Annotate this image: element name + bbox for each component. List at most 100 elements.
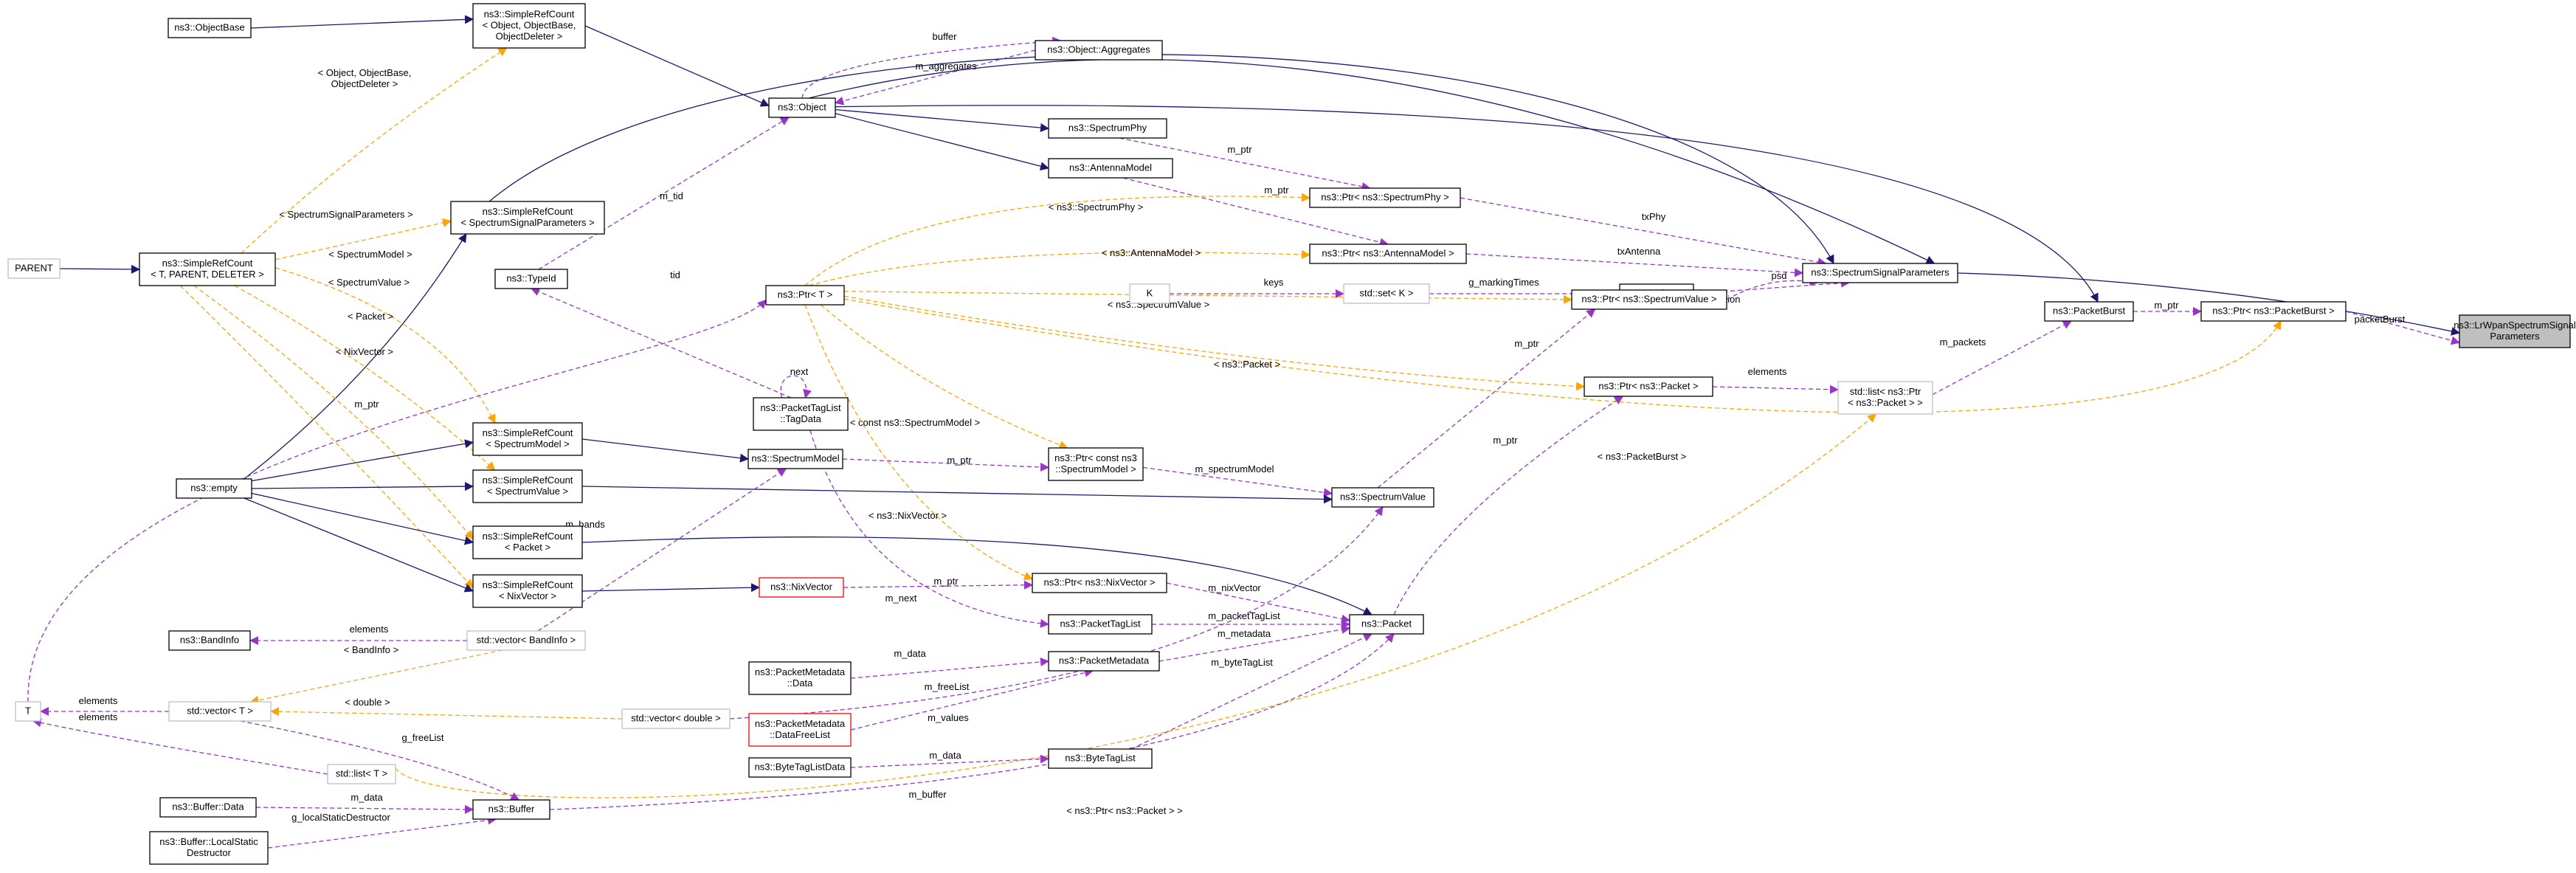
class-node-srcSSP[interactable]: ns3::SimpleRefCount< SpectrumSignalParam… [450,201,605,235]
class-node-pb[interactable]: ns3::PacketBurst [2044,301,2134,322]
edge-label-line: txAntenna [1617,246,1661,257]
class-node-empty[interactable]: ns3::empty [176,478,252,499]
class-node-box [747,449,843,469]
class-node-ptl[interactable]: ns3::PacketTagList [1048,614,1153,635]
edge-usage-ptlTag-to-typeId [531,287,792,398]
class-node-label: ns3::Ptr< ns3::Packet > [1598,381,1698,392]
edge-template-srcT-to-srcNV [179,285,474,589]
class-node-label: ns3::SimpleRefCount< SpectrumValue > [483,475,573,497]
class-node-ssp[interactable]: ns3::SpectrumSignalParameters [1802,263,1958,283]
class-node-box [1331,487,1434,508]
class-node-pm[interactable]: ns3::PacketMetadata [1048,651,1160,672]
class-node-label-line: ns3::SimpleRefCount [162,258,253,269]
class-node-vecD[interactable]: std::vector< double > [621,708,731,729]
class-node-nv[interactable]: ns3::NixVector [759,577,844,598]
class-node-agg[interactable]: ns3::Object::Aggregates [1035,40,1163,61]
edge-label-line: < Object, ObjectBase, [318,67,412,78]
class-node-pmDFL[interactable]: ns3::PacketMetadata::DataFreeList [748,713,852,747]
class-node-box [472,3,586,49]
class-node-srcT[interactable]: ns3::SimpleRefCount< T, PARENT, DELETER … [139,252,276,286]
class-node-ptlTag[interactable]: ns3::PacketTagList::TagData [753,397,849,431]
class-node-ptrT[interactable]: ns3::Ptr< T > [765,285,845,306]
class-node-buf[interactable]: ns3::Buffer [472,799,550,820]
class-node-label-line: ns3::NixVector [770,582,832,593]
edge-label-ptrT-to-ptrAM: < ns3::AntennaModel > [1102,247,1201,258]
class-node-ptrAM[interactable]: ns3::Ptr< ns3::AntennaModel > [1309,244,1467,264]
edge-label-line: < const ns3::SpectrumModel > [850,417,980,428]
class-node-label: ns3::ObjectBase [174,22,244,33]
class-node-sphy[interactable]: ns3::SpectrumPhy [1048,118,1167,139]
class-node-pmData[interactable]: ns3::PacketMetadata::Data [748,661,852,695]
class-node-K[interactable]: K [1129,283,1170,304]
edge-label-K-to-setK: keys [1264,277,1284,288]
edge-label-line: m_spectrumModel [1195,463,1274,475]
edge-label-line: m_ptr [947,455,972,466]
edge-label-ptrT-to-ptrPkt: < ns3::Packet > [1214,359,1280,370]
class-node-sm[interactable]: ns3::SpectrumModel [747,449,843,469]
class-node-box [1048,118,1167,139]
class-node-ptrNV[interactable]: ns3::Ptr< ns3::NixVector > [1032,573,1167,593]
edge-label-sv-to-ptrSV: m_ptr [1514,338,1539,349]
class-node-label-line: < SpectrumSignalParameters > [460,217,594,228]
class-node-pkt[interactable]: ns3::Packet [1349,614,1424,635]
edge-label-pb-to-ptrPB: m_ptr [2154,300,2179,311]
class-node-btld[interactable]: ns3::ByteTagListData [748,757,852,778]
edge-inheritance-obj-to-am [835,113,1049,171]
class-node-listPtr[interactable]: std::list< ns3::Ptr< ns3::Packet > > [1837,381,1933,415]
edge-label-line: < Packet > [348,311,393,322]
class-node-label: ns3::SpectrumSignalParameters [1811,267,1950,278]
class-node-srcSV[interactable]: ns3::SimpleRefCount< SpectrumValue > [472,469,583,503]
class-node-am[interactable]: ns3::AntennaModel [1048,158,1173,179]
class-node-ptrCSM[interactable]: ns3::Ptr< const ns3::SpectrumModel > [1048,447,1144,481]
edge-label-line: < ns3::PacketBurst > [1598,451,1687,462]
class-node-label-line: PARENT [15,263,53,274]
class-node-srcPkt[interactable]: ns3::SimpleRefCount< Packet > [472,525,583,559]
class-node-setK[interactable]: std::set< K > [1343,283,1430,304]
class-node-label-line: ns3::PacketTagList [760,402,841,413]
class-node-label-line: ns3::empty [190,483,238,494]
edge-inheritance-empty-to-srcPkt [251,492,474,545]
class-node-srcNV[interactable]: ns3::SimpleRefCount< NixVector > [472,574,583,608]
edge-label-line: < SpectrumModel > [328,249,412,260]
class-node-typeId[interactable]: ns3::TypeId [494,269,568,289]
class-node-bandInfo[interactable]: ns3::BandInfo [168,630,251,651]
class-node-bufData[interactable]: ns3::Buffer::Data [159,797,257,818]
class-node-srcObj[interactable]: ns3::SimpleRefCount< Object, ObjectBase,… [472,3,586,49]
edge-label-line: g_markingTimes [1468,277,1539,288]
edge-label-srcT-to-srcObj: < Object, ObjectBase,ObjectDeleter > [318,67,412,89]
class-node-vecT[interactable]: std::vector< T > [168,701,272,722]
edge-label-srcT-to-srcSSP: < SpectrumSignalParameters > [279,209,412,220]
class-node-label: ns3::SimpleRefCount< NixVector > [483,579,573,601]
class-node-label-line: ns3::SpectrumPhy [1068,123,1147,134]
class-node-obj[interactable]: ns3::Object [768,97,836,118]
class-node-listT[interactable]: std::list< T > [327,764,396,784]
edge-inheritance-srcSSP-to-ssp [488,54,1834,264]
edge-template-ptrT-to-ptrNV [804,304,1033,581]
edge-usage-pkt-to-ptrPkt [1393,396,1624,615]
edge-label-ptrSP-to-ssp: txPhy [1642,211,1666,222]
class-node-box [1048,748,1153,769]
class-node-ptrPB[interactable]: ns3::Ptr< ns3::PacketBurst > [2200,301,2347,322]
class-node-srcSM[interactable]: ns3::SimpleRefCount< SpectrumModel > [472,422,583,456]
edge-label-srcT-to-srcPkt: < Packet > [348,311,393,322]
edge-inheritance-objBase-to-srcObj [250,15,474,29]
class-node-ptrPkt[interactable]: ns3::Ptr< ns3::Packet > [1584,376,1713,397]
edge-label-bufLSD-to-buf: g_localStaticDestructor [291,812,390,823]
class-node-Tn[interactable]: T [15,701,41,722]
class-node-vecBI[interactable]: std::vector< BandInfo > [466,630,586,651]
class-node-box [759,577,844,598]
class-node-sv[interactable]: ns3::SpectrumValue [1331,487,1434,508]
class-node-label-line: ns3::ByteTagListData [755,762,846,773]
edge-label-line: m_ptr [354,398,379,410]
class-node-box [1032,573,1167,593]
class-node-objBase[interactable]: ns3::ObjectBase [168,18,252,38]
class-node-label-line: ns3::SimpleRefCount [483,427,573,438]
class-node-parent[interactable]: PARENT [7,258,61,279]
class-node-label: std::list< T > [336,768,387,779]
class-node-btl[interactable]: ns3::ByteTagList [1048,748,1153,769]
class-node-ptrSV[interactable]: ns3::Ptr< ns3::SpectrumValue > [1571,289,1727,310]
class-node-ptrSP[interactable]: ns3::Ptr< ns3::SpectrumPhy > [1309,187,1461,208]
